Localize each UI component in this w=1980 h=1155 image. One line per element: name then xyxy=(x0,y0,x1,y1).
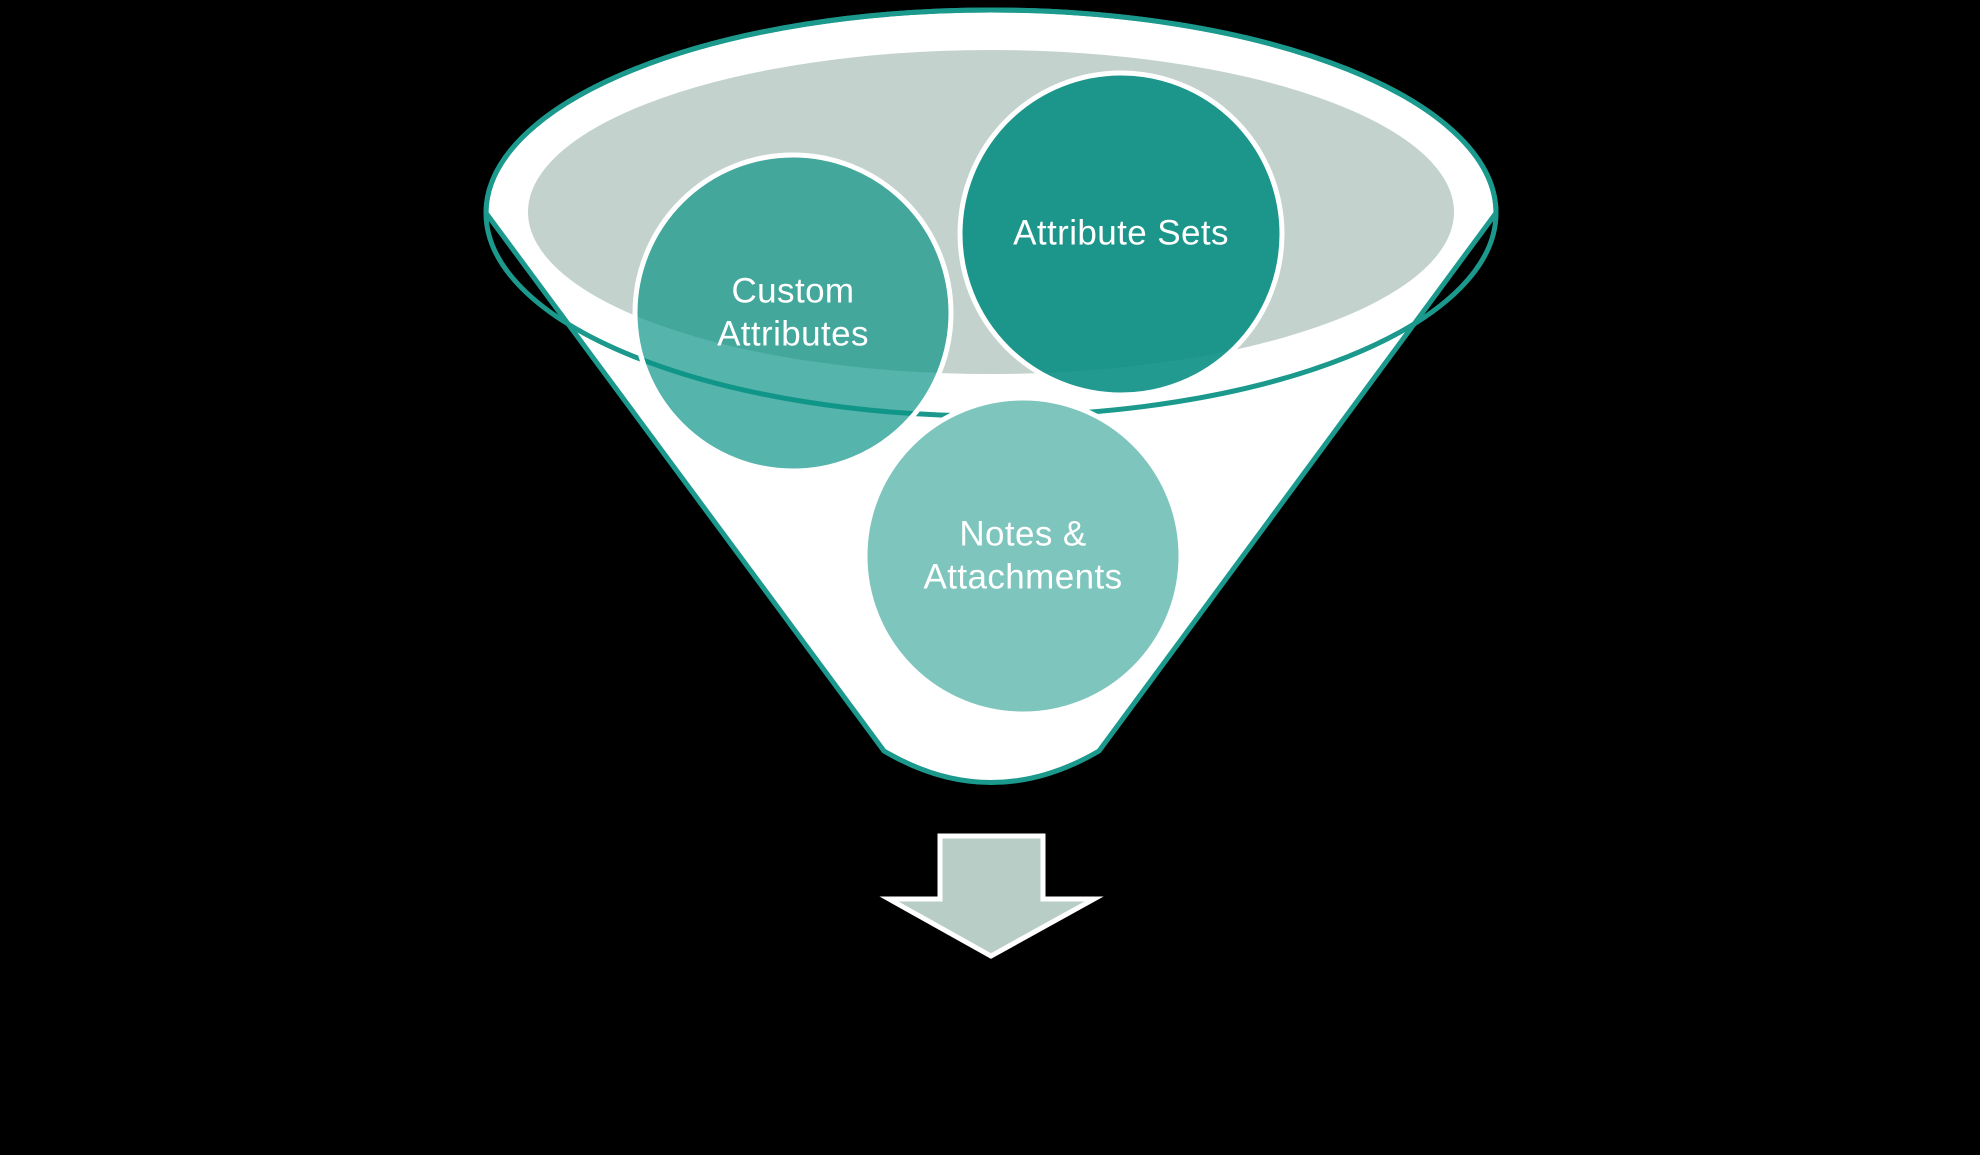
circle-notes-attachments xyxy=(862,395,1184,717)
circle-custom-attributes xyxy=(632,152,954,474)
down-arrow-icon xyxy=(879,833,1104,959)
circle-attribute-sets xyxy=(957,70,1285,398)
